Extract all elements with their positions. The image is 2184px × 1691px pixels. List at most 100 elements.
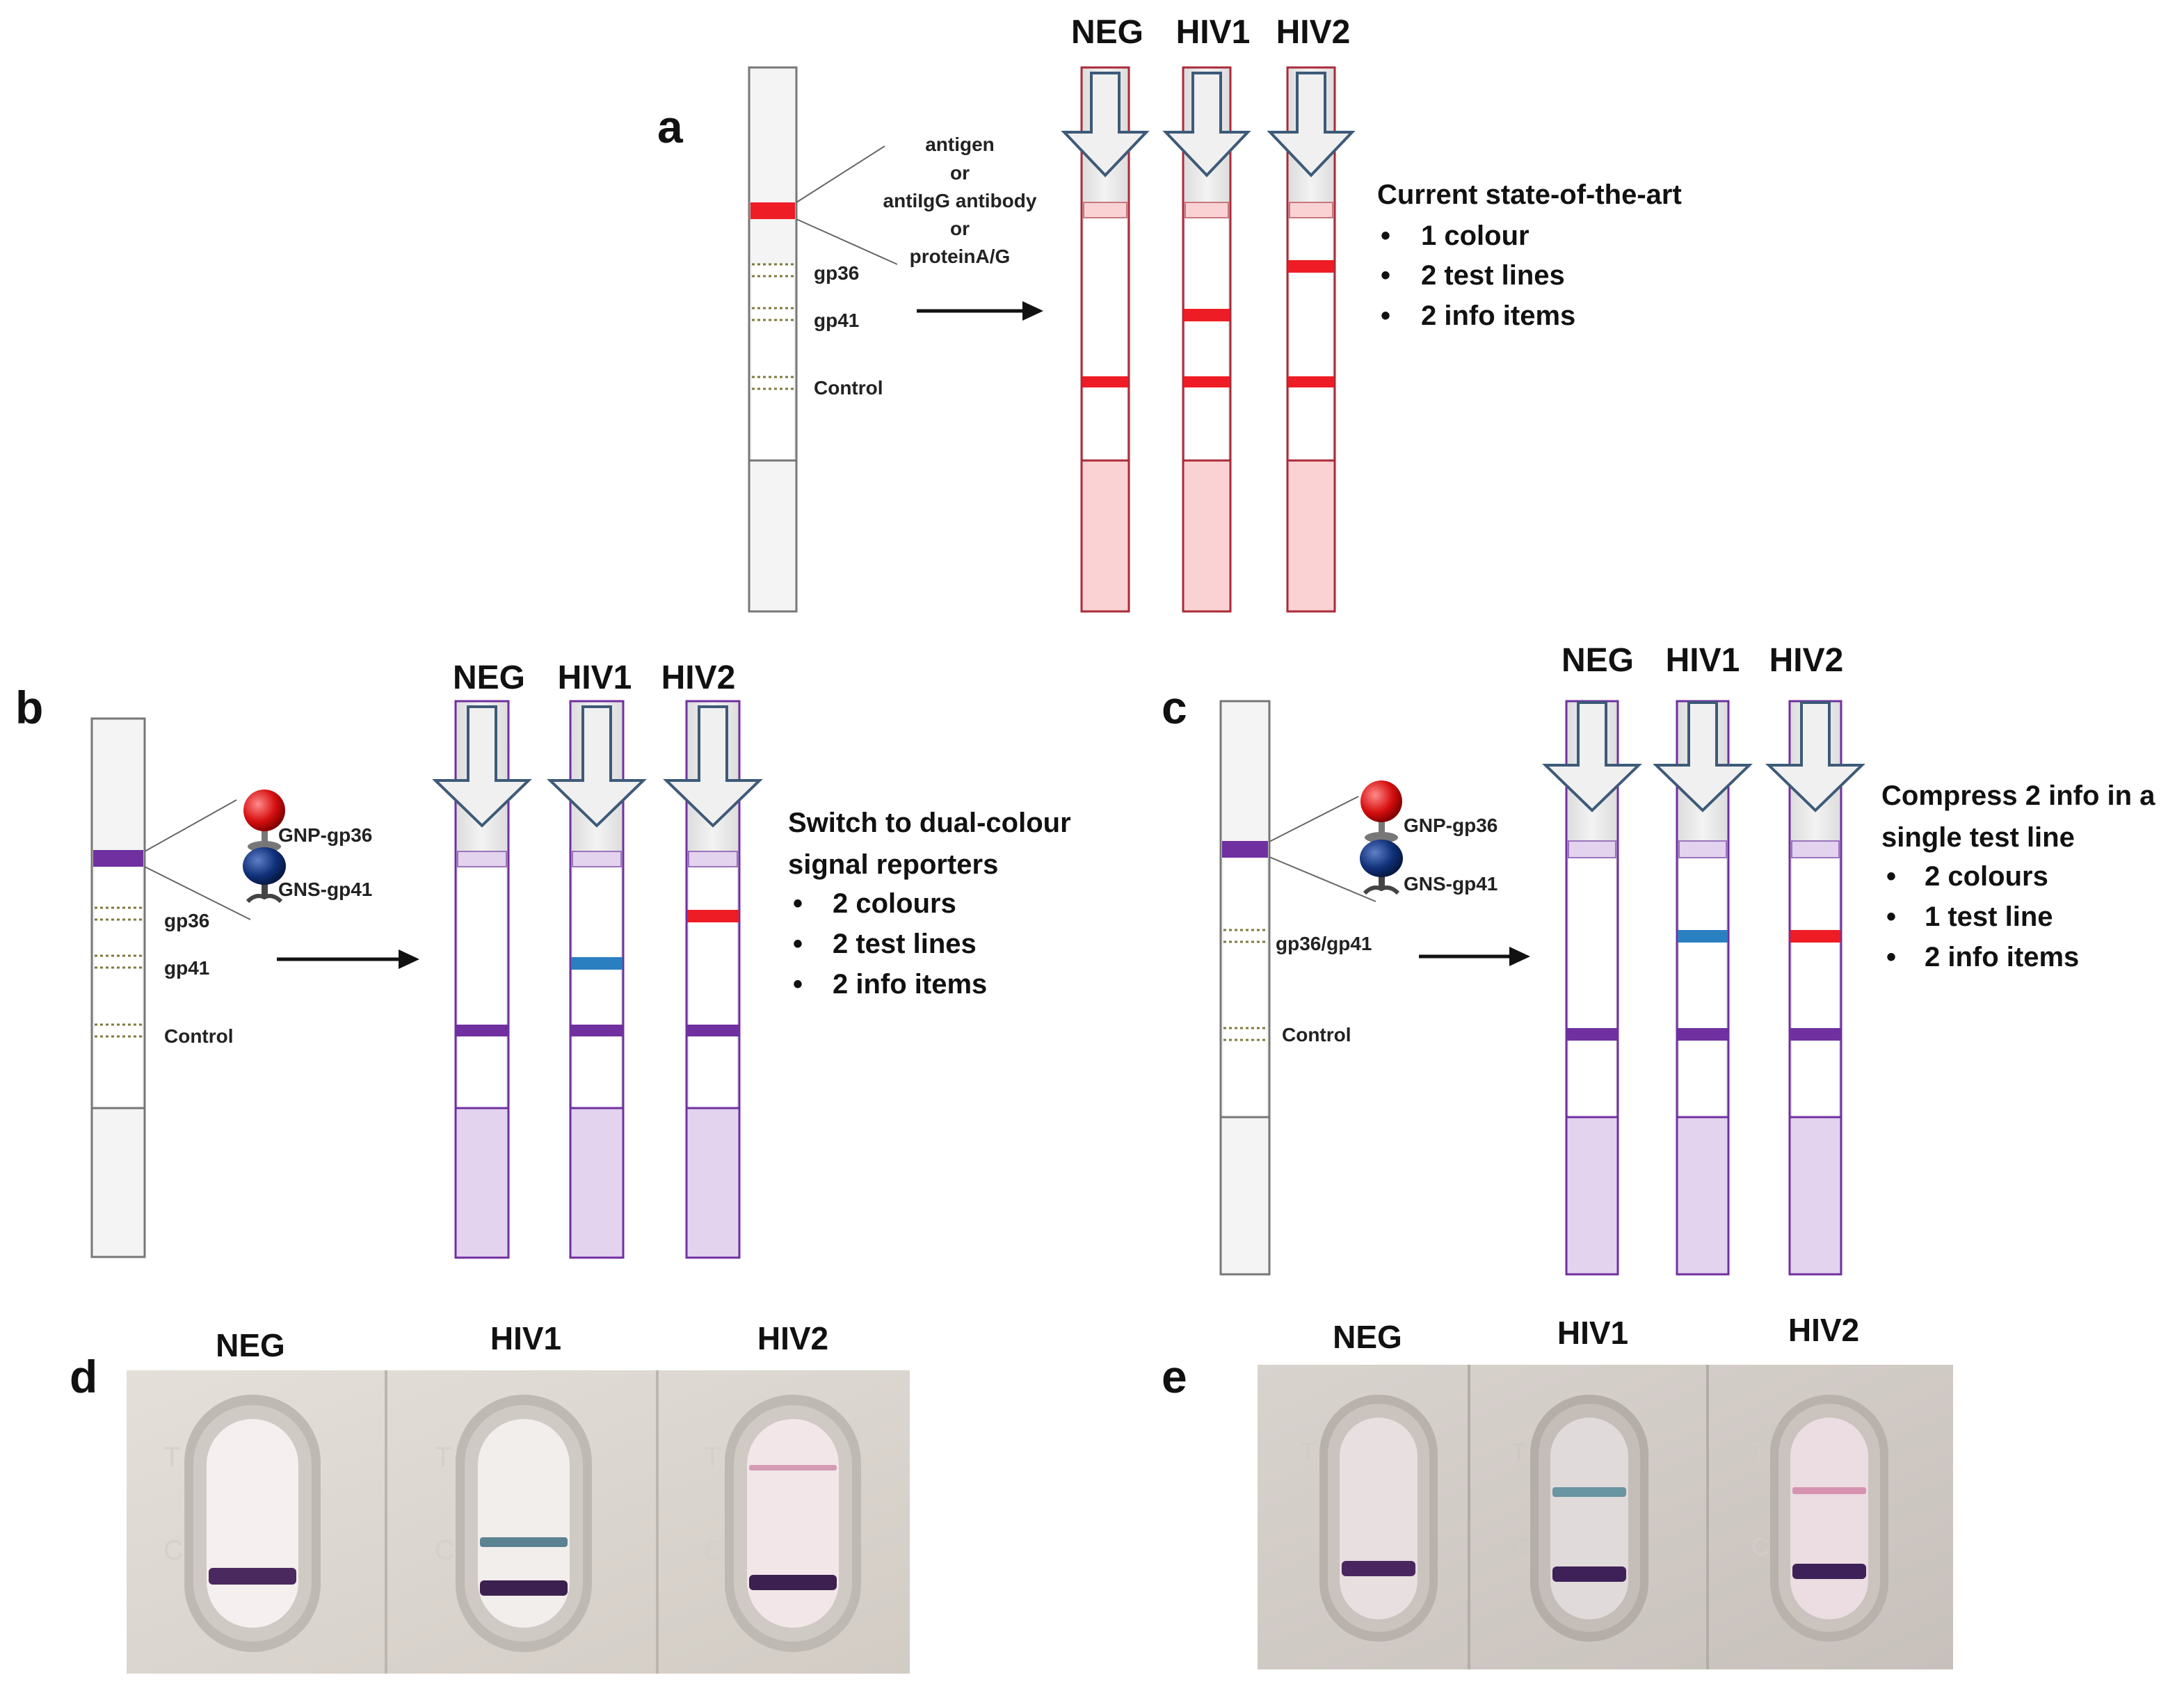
bullet-b-0: • <box>793 888 803 919</box>
capture-line-red <box>750 202 795 219</box>
reference-strip-a <box>748 66 898 613</box>
cassette-hiv1-d: T C <box>435 1395 592 1652</box>
control-line <box>1567 1028 1617 1041</box>
bullet-text-c-1: 1 test line <box>1925 901 2053 932</box>
panel-b: b GNP-gp36 GNS-gp41 gp36 gp <box>15 659 1071 1259</box>
result-strip-neg-a <box>1061 66 1150 613</box>
capture-line-4: proteinA/G <box>910 246 1011 267</box>
result-strip-neg-b <box>432 700 532 1259</box>
photo-cassettes-e: T C T C T C <box>1258 1365 1953 1669</box>
bullet-text-c-0: 2 colours <box>1925 861 2048 892</box>
photo-cassettes-d: T C T C T C <box>127 1370 910 1674</box>
cassette-neg-d: T C <box>163 1395 321 1652</box>
capture-line-purple <box>93 850 143 867</box>
bullet-text-c-2: 2 info items <box>1925 942 2079 972</box>
cassette-t-mark: T <box>1751 1438 1767 1466</box>
label-gnp-gp36-c: GNP-gp36 <box>1404 815 1498 836</box>
cassette-c-mark: C <box>435 1535 455 1566</box>
lane-label-neg-c: NEG <box>1561 642 1634 679</box>
panel-d-letter: d <box>70 1351 97 1402</box>
control-line <box>456 1025 508 1036</box>
photo-label-neg-d: NEG <box>216 1327 285 1363</box>
bullet-a-1: • <box>1381 260 1390 291</box>
lane-label-hiv1-a: HIV1 <box>1176 14 1251 51</box>
test-line-red <box>1790 930 1840 943</box>
cassette-hiv1-e: T C <box>1511 1395 1648 1642</box>
title-b-0: Switch to dual-colour <box>788 808 1071 838</box>
panel-b-letter: b <box>15 682 43 733</box>
test-line-gp41 <box>1184 309 1230 321</box>
label-control-a: Control <box>814 377 883 399</box>
panel-a-letter: a <box>657 101 684 152</box>
cassette-neg-e: T C <box>1301 1395 1438 1642</box>
bullet-a-0: • <box>1381 221 1390 251</box>
result-strip-neg-c <box>1542 700 1642 1276</box>
arrow-a <box>917 301 1043 321</box>
label-test-c: gp36/gp41 <box>1276 933 1372 954</box>
test-line-gp36-red <box>687 910 739 922</box>
cassette-c-mark: C <box>704 1535 724 1566</box>
photo-label-hiv2-d: HIV2 <box>757 1320 828 1356</box>
gns-reporter-icon <box>1360 840 1403 895</box>
reference-strip-c <box>1219 700 1376 1276</box>
photo-label-hiv1-d: HIV1 <box>490 1320 561 1356</box>
title-c-0: Compress 2 info in a <box>1881 780 2155 811</box>
label-control-c: Control <box>1282 1024 1351 1045</box>
reference-strip-b <box>90 717 251 1258</box>
cassette-c-mark: C <box>1301 1532 1319 1561</box>
lane-label-neg-a: NEG <box>1071 14 1143 51</box>
bullet-text-b-0: 2 colours <box>833 888 956 919</box>
panel-e-letter: e <box>1162 1351 1187 1402</box>
control-line <box>1678 1028 1728 1041</box>
test-line-gp36 <box>1288 260 1334 273</box>
title-a: Current state-of-the-art <box>1377 179 1682 210</box>
cassette-c-mark: C <box>1751 1532 1769 1561</box>
panel-e: e NEG HIV1 HIV2 T C T C <box>1162 1312 1953 1669</box>
control-line <box>687 1025 739 1036</box>
label-gp36-b: gp36 <box>164 910 209 931</box>
lane-label-hiv2-c: HIV2 <box>1769 642 1844 679</box>
control-line <box>1184 376 1230 387</box>
panel-a: a gp36 gp41 Control antigen or antiIgG a… <box>657 14 1682 613</box>
title-c-1: single test line <box>1881 822 2075 853</box>
panel-d: d NEG HIV1 HIV2 T C T C <box>70 1320 910 1674</box>
cassette-t-mark: T <box>704 1442 721 1473</box>
bullet-c-2: • <box>1886 942 1896 972</box>
label-control-b: Control <box>164 1025 234 1047</box>
lane-label-hiv1-b: HIV1 <box>558 659 632 696</box>
label-gns-gp41-b: GNS-gp41 <box>278 879 372 900</box>
capture-line-2: antiIgG antibody <box>883 190 1037 211</box>
label-gp36-a: gp36 <box>814 262 859 284</box>
test-line-gp41-blue <box>571 957 623 970</box>
bullet-b-2: • <box>793 969 803 1000</box>
panel-c: c GNP-gp36 GNS-gp41 gp36/gp41 Control <box>1162 642 2155 1276</box>
lane-label-hiv1-c: HIV1 <box>1666 642 1740 679</box>
bullet-text-b-2: 2 info items <box>833 969 987 1000</box>
bullet-b-1: • <box>793 929 803 959</box>
capture-line-3: or <box>950 218 970 239</box>
bullet-text-a-1: 2 test lines <box>1421 260 1565 291</box>
control-line <box>1288 376 1334 387</box>
bullet-a-2: • <box>1381 300 1390 331</box>
label-gns-gp41-c: GNS-gp41 <box>1404 873 1498 895</box>
lane-label-hiv2-a: HIV2 <box>1276 14 1351 51</box>
photo-label-hiv2-e: HIV2 <box>1788 1312 1859 1348</box>
result-strip-hiv1-c <box>1653 700 1753 1276</box>
result-strip-hiv1-a <box>1162 66 1251 613</box>
label-gnp-gp36-b: GNP-gp36 <box>278 824 372 846</box>
cassette-t-mark: T <box>1301 1438 1316 1466</box>
bullet-text-b-1: 2 test lines <box>833 929 977 959</box>
bullet-c-0: • <box>1886 861 1896 892</box>
control-line <box>1082 376 1128 387</box>
gns-reporter-icon <box>243 847 286 904</box>
cassette-c-mark: C <box>163 1535 184 1566</box>
capture-line-purple <box>1222 841 1268 858</box>
photo-label-neg-e: NEG <box>1333 1319 1402 1355</box>
label-gp41-b: gp41 <box>164 957 209 979</box>
bullet-c-1: • <box>1886 901 1896 932</box>
label-gp41-a: gp41 <box>814 310 859 331</box>
photo-label-hiv1-e: HIV1 <box>1557 1315 1628 1351</box>
lane-label-neg-b: NEG <box>453 659 525 696</box>
cassette-t-mark: T <box>435 1442 451 1473</box>
